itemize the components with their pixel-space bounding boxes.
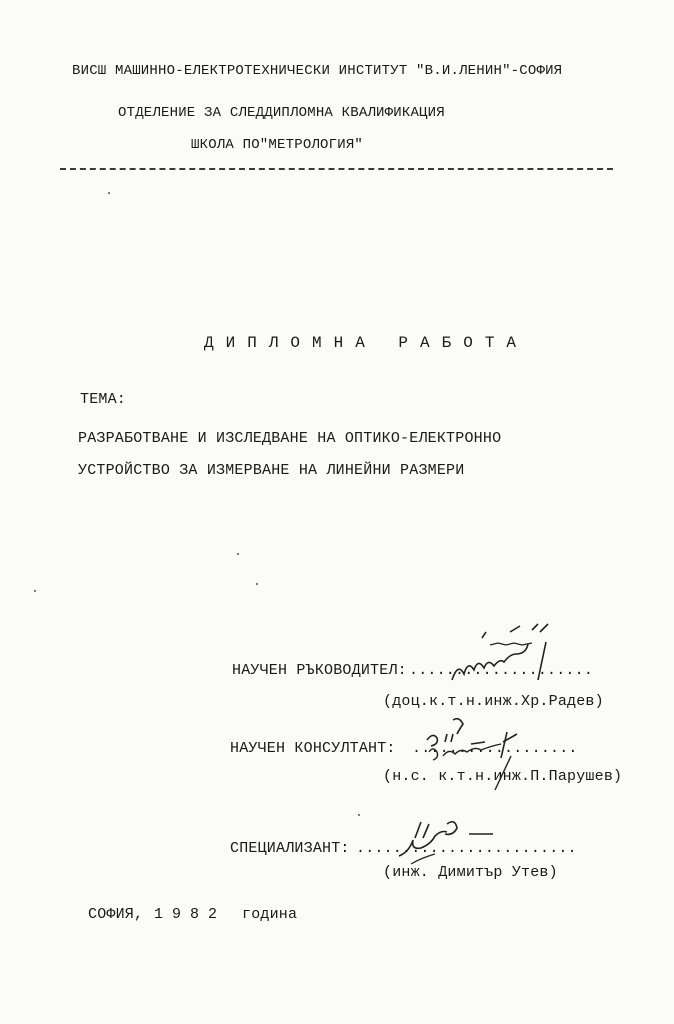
supervisor-signature [451,623,549,681]
topic-line-2: УСТРОЙСТВО ЗА ИЗМЕРВАНЕ НА ЛИНЕЙНИ РАЗМЕ… [78,462,465,479]
specialist-label: СПЕЦИАЛИЗАНТ: [230,840,350,857]
supervisor-name: (доц.к.т.н.инж.Хр.Радев) [383,693,604,710]
scan-speck [256,583,258,585]
topic-label: ТЕМА: [80,391,127,408]
school-header: ШКОЛА ПО"МЕТРОЛОГИЯ" [191,137,364,153]
topic-line-1: РАЗРАБОТВАНЕ И ИЗСЛЕДВАНЕ НА ОПТИКО-ЕЛЕК… [78,430,502,447]
supervisor-signature-line: .................... [409,662,594,679]
consultant-label: НАУЧЕН КОНСУЛТАНТ: [230,740,396,757]
footer-year: 1982 [154,906,227,923]
scan-speck [358,814,360,816]
specialist-signature [398,820,493,865]
department-header: ОТДЕЛЕНИЕ ЗА СЛЕДДИПЛОМНА КВАЛИФИКАЦИЯ [118,105,445,121]
consultant-signature [426,717,518,791]
document-title: ДИПЛОМНА РАБОТА [204,334,529,352]
institute-header: ВИСШ МАШИННО-ЕЛЕКТРОТЕХНИЧЕСКИ ИНСТИТУТ … [72,63,563,79]
scan-speck [108,192,110,194]
scan-speck [237,553,239,555]
consultant-name: (н.с. к.т.н.инж.П.Парушев) [383,768,623,785]
scan-speck [34,590,36,592]
specialist-name: (инж. Димитър Утев) [383,864,558,881]
dashed-divider [60,168,613,170]
supervisor-label: НАУЧЕН РЪКОВОДИТЕЛ: [232,662,407,679]
footer-city: СОФИЯ, [88,906,144,923]
footer-year-word: година [242,906,298,923]
